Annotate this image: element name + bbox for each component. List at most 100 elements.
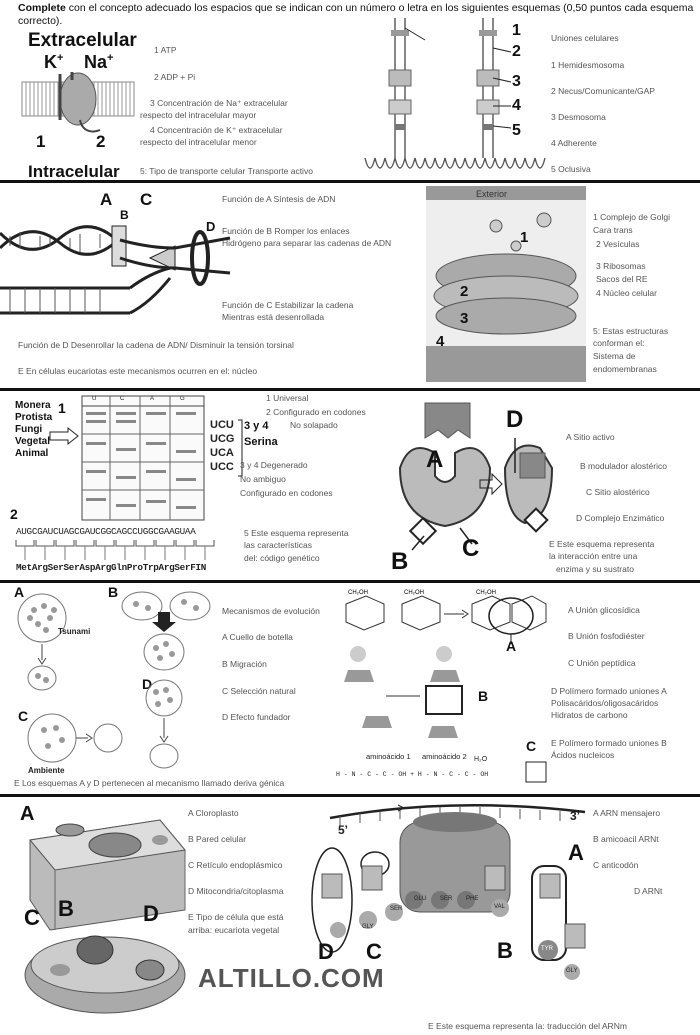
aa-ser-2: SER xyxy=(440,896,453,902)
s4-item-d: D Efecto fundador xyxy=(222,712,291,722)
codon-bracket xyxy=(238,419,243,477)
s2-right-3: 3 Ribosomas xyxy=(596,261,646,271)
s2-item-e: E En células eucariotas este mecanismos … xyxy=(18,366,258,376)
s3-item-2: No solapado xyxy=(290,420,338,430)
dna-label-b: B xyxy=(120,208,129,222)
junction-label-5: 5 xyxy=(512,122,521,139)
s2-right-2: 2 Vesículas xyxy=(596,239,640,249)
cell-label-d: D xyxy=(143,901,159,926)
cell-label-c: C xyxy=(24,905,40,930)
label-1: 1 xyxy=(36,132,46,151)
s4-right-c: C Unión peptídica xyxy=(568,658,636,668)
enzyme-label-b: B xyxy=(391,548,409,575)
s3-item-4: No ambiguo xyxy=(240,474,286,484)
evolution-mechanisms-diagram xyxy=(17,591,211,769)
s1-right-3: 3 Desmosoma xyxy=(551,112,606,122)
s2-right-6: 5: Estas estructuras xyxy=(593,326,669,336)
s1-item-4b: respecto del intracelular menor xyxy=(140,137,257,147)
s3-right-0: A Sitio activo xyxy=(566,432,615,442)
aa-gly-2: GLY xyxy=(566,968,578,974)
s3-right-2: C Sitio alostérico xyxy=(586,487,650,497)
s1-item-5: 5: Tipo de transporte celular Transporte… xyxy=(140,166,313,176)
s2-item-a: Función de A Síntesis de ADN xyxy=(222,194,336,204)
s3-right-4: E Este esquema representa xyxy=(549,539,655,549)
s5-item-d: D Mitocondria/citoplasma xyxy=(188,886,284,896)
dna-label-c: C xyxy=(140,190,153,209)
enzyme-label-c: C xyxy=(462,535,480,562)
s3-right-3: D Complejo Enzimático xyxy=(576,513,665,523)
five-prime-label: 5’ xyxy=(338,823,349,837)
sugar-label-1: CH₂OH xyxy=(348,590,368,596)
sugar-label-2: CH₂OH xyxy=(404,590,424,596)
cell-label-b: B xyxy=(58,896,74,921)
three-prime-label: 3’ xyxy=(570,809,581,823)
evo-label-a: A xyxy=(14,584,25,600)
s2-item-b2: Hidrógeno para separar las cadenas de AD… xyxy=(222,238,392,248)
macromolecule-bonds-diagram: CH₂OH CH₂OH CH₂OH H - N - C - C - OH + H… xyxy=(336,590,547,783)
s4-right-d3: Hidratos de carbono xyxy=(551,710,628,720)
s4-right-d: D Polímero formado uniones A xyxy=(551,686,667,696)
serina-label: Serina xyxy=(244,436,278,448)
plant-cell-diagram xyxy=(24,819,186,1014)
s3-right-6: enzima y su sustrato xyxy=(556,564,634,574)
s3-item-6: 5 Este esquema representa xyxy=(244,528,349,538)
s3-item-5: Configurado en codones xyxy=(240,488,333,498)
golgi-label-4: 4 xyxy=(436,333,445,350)
dna-replication-diagram xyxy=(0,225,231,315)
section-divider-2 xyxy=(0,388,700,391)
instructions: Complete con el concepto adecuado los es… xyxy=(18,2,698,28)
s4-right-e: E Polímero formado uniones B xyxy=(551,738,667,748)
s1-item-1: 1 ATP xyxy=(154,45,177,55)
s1-right-4: 4 Adherente xyxy=(551,138,597,148)
s4-item-0: Mecanismos de evolución xyxy=(222,606,320,616)
trans-label-a: A xyxy=(568,840,584,865)
trans-label-b: B xyxy=(497,938,513,963)
enzyme-label-a: A xyxy=(426,446,444,473)
aminoacid-2-label: aminoácido 2 xyxy=(422,752,467,761)
sugar-label-3: CH₂OH xyxy=(476,590,496,596)
s2-item-c2: Mientras está desenrollada xyxy=(222,312,325,322)
code-label-2: 2 xyxy=(10,506,18,522)
extracelular-label: Extracelular xyxy=(28,30,137,51)
junction-label-3: 3 xyxy=(512,73,521,90)
altillo-watermark: ALTILLO.COM xyxy=(198,963,385,993)
aa-gly-1: GLY xyxy=(362,924,374,930)
code-label-1: 1 xyxy=(58,400,66,416)
s3-right-5: la interacción entre una xyxy=(549,551,638,561)
label-2: 2 xyxy=(96,132,106,151)
codon-brackets xyxy=(15,540,215,560)
golgi-diagram: Exterior xyxy=(426,186,586,382)
instructions-bold: Complete xyxy=(18,2,66,14)
section-divider-1 xyxy=(0,180,700,183)
s5-right-c: C anticodón xyxy=(593,860,639,870)
svg-text:H - N - C - C - OH + H - N - C: H - N - C - C - OH + H - N - C - C - OH xyxy=(336,771,488,778)
s2-right-9: endomembranas xyxy=(593,364,657,374)
s2-item-b: Función de B Romper los enlaces xyxy=(222,226,350,236)
s4-item-b: B Migración xyxy=(222,659,267,669)
s5-right-a: A ARN mensajero xyxy=(593,808,661,818)
cell-label-a: A xyxy=(20,803,35,825)
aa-phe: PHE xyxy=(466,896,479,902)
s2-item-d: Función de D Desenrollar la cadena de AD… xyxy=(18,340,294,350)
table-head-u: U xyxy=(92,396,97,402)
tsunami-label: Tsunami xyxy=(58,627,91,636)
s1-item-4: 4 Concentración de K⁺ extracelular xyxy=(150,125,283,135)
enzyme-label-d: D xyxy=(506,406,524,433)
s5-item-e2: arriba: eucariota vegetal xyxy=(188,925,280,935)
aa-glu: GLU xyxy=(414,896,427,902)
instructions-text: con el concepto adecuado los espacios qu… xyxy=(18,2,694,27)
s4-right-d2: Polisacáridos/oligosacáridos xyxy=(551,698,659,708)
translation-diagram xyxy=(311,804,586,980)
s1-item-3: 3 Concentración de Na⁺ extracelular xyxy=(150,98,288,108)
s5-right-e: E Este esquema representa la: traducción… xyxy=(428,1021,627,1031)
s2-right-8: Sistema de xyxy=(593,351,636,361)
s4-right-a: A Unión glicosídica xyxy=(568,605,640,615)
aa-val: VAL xyxy=(494,904,505,910)
evo-label-b: B xyxy=(108,584,119,600)
s5-item-c: C Retículo endoplásmico xyxy=(188,860,283,870)
bond-label-b: B xyxy=(478,688,489,704)
s1-right-5: 5 Oclusiva xyxy=(551,164,591,174)
k-ion: K+ xyxy=(44,52,64,72)
